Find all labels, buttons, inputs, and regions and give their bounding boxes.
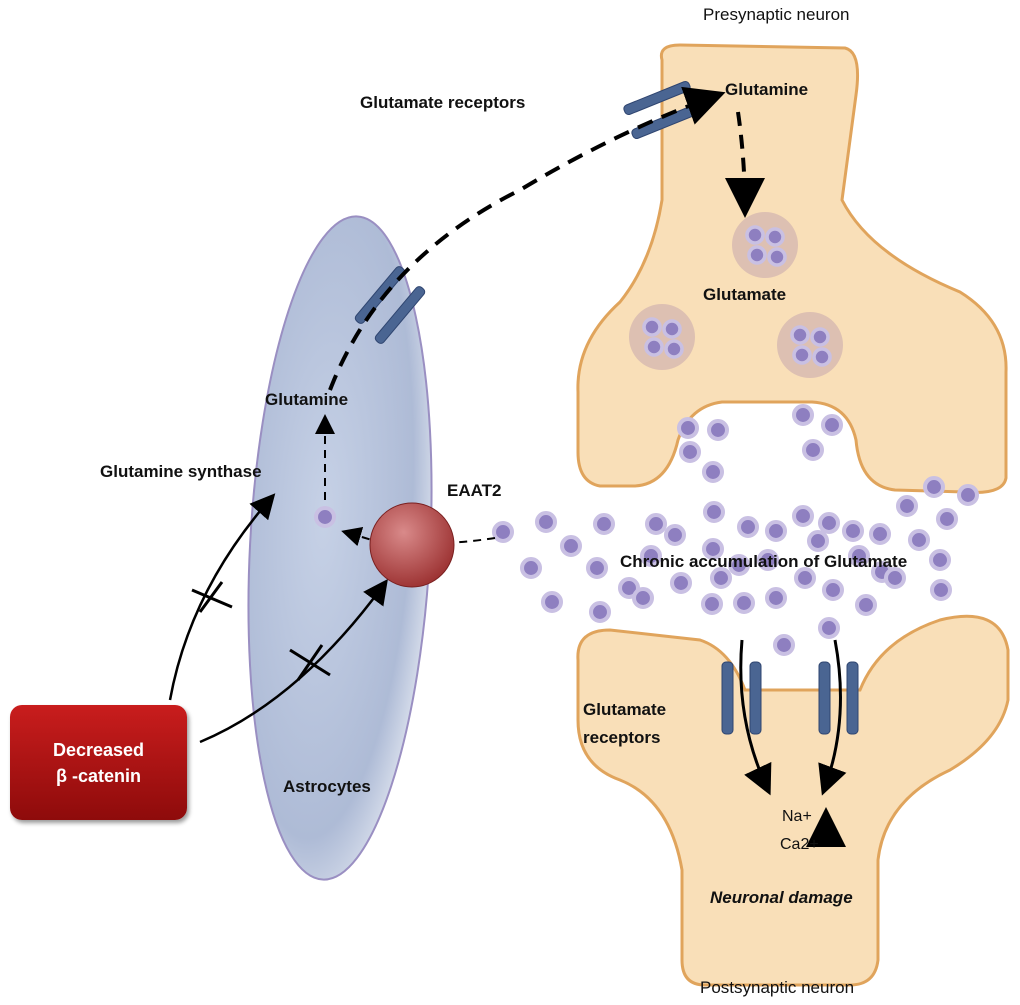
glutamate-molecule xyxy=(922,475,946,499)
label-neuronal-damage: Neuronal damage xyxy=(710,888,853,907)
glutamate-molecule xyxy=(642,317,662,337)
glutamate-molecule xyxy=(747,245,767,265)
label-glutamine-synthase: Glutamine synthase xyxy=(100,462,262,481)
glutamate-molecule xyxy=(817,511,841,535)
glutamate-molecule xyxy=(907,528,931,552)
glutamate-molecule xyxy=(678,440,702,464)
glutamate-molecule xyxy=(793,566,817,590)
label-na: Na+ xyxy=(782,808,812,825)
glutamate-molecule xyxy=(764,586,788,610)
glutamate-molecule xyxy=(639,544,663,568)
glutamate-molecule xyxy=(791,504,815,528)
glutamate-molecule xyxy=(817,616,841,640)
glutamate-molecule xyxy=(841,519,865,543)
label-ca: Ca2+ xyxy=(780,836,819,853)
glutamate-molecule xyxy=(727,553,751,577)
glutamate-molecule xyxy=(772,633,796,657)
glutamate-molecule xyxy=(767,247,787,267)
receptors-postsynaptic xyxy=(721,661,859,735)
label-glutamate-vesicle: Glutamate xyxy=(703,285,787,304)
glutamate-molecule xyxy=(792,345,812,365)
glutamate-molecule xyxy=(588,600,612,624)
postsynaptic-neuron xyxy=(576,614,1010,987)
glutamate-molecule xyxy=(806,529,830,553)
glutamate-molecule xyxy=(676,416,700,440)
glutamate-molecule xyxy=(592,512,616,536)
glutamate-molecule xyxy=(534,510,558,534)
block-mark-2 xyxy=(289,644,331,681)
glutamate-molecule xyxy=(313,505,337,529)
glutamate-molecule xyxy=(700,592,724,616)
glutamate-molecule xyxy=(706,418,730,442)
glutamate-molecule xyxy=(790,325,810,345)
glutamate-molecule xyxy=(801,438,825,462)
glutamate-molecule xyxy=(669,571,693,595)
label-astrocytes: Astrocytes xyxy=(283,777,371,796)
glutamate-molecule xyxy=(810,327,830,347)
synaptic-vesicle xyxy=(629,304,695,370)
glutamate-molecule xyxy=(765,227,785,247)
label-chronic-accumulation: Chronic accumulation of Glutamate xyxy=(620,552,908,571)
synaptic-vesicle xyxy=(777,312,843,378)
glutamate-molecule xyxy=(745,225,765,245)
glutamate-molecule xyxy=(631,586,655,610)
glutamate-molecule xyxy=(585,556,609,580)
glutamate-molecule xyxy=(868,522,892,546)
glutamate-molecule xyxy=(812,347,832,367)
label-presynaptic: Presynaptic neuron xyxy=(703,5,850,24)
glutamate-molecule xyxy=(491,520,515,544)
block-mark-1 xyxy=(191,581,233,613)
glutamate-molecule xyxy=(935,507,959,531)
glutamate-molecule xyxy=(519,556,543,580)
decreased-beta-catenin-box: Decreased β -catenin xyxy=(10,705,187,820)
receptors-astrocyte xyxy=(354,266,426,344)
label-eaat2: EAAT2 xyxy=(447,481,502,500)
glutamate-molecule xyxy=(847,544,871,568)
glutamate-molecule xyxy=(956,483,980,507)
eaat2-transporter xyxy=(369,502,455,588)
glutamate-molecule xyxy=(821,578,845,602)
glutamate-molecule xyxy=(820,413,844,437)
glutamate-molecule xyxy=(756,548,780,572)
glutamate-molecule xyxy=(662,319,682,339)
glutamate-molecule xyxy=(895,494,919,518)
glutamate-molecule xyxy=(928,548,952,572)
label-glutamine-astro: Glutamine xyxy=(265,390,349,409)
glutamate-molecule xyxy=(663,523,687,547)
glutamate-molecule xyxy=(644,337,664,357)
glutamate-molecule xyxy=(540,590,564,614)
glutamate-molecule xyxy=(702,500,726,524)
glutamate-molecule xyxy=(929,578,953,602)
arrows xyxy=(168,86,847,847)
arrow-to-eaat2 xyxy=(199,578,388,744)
glutamate-molecule xyxy=(559,534,583,558)
label-glutamate-receptors-post-2: receptors xyxy=(583,728,661,747)
glutamate-molecule xyxy=(732,591,756,615)
glutamate-molecule xyxy=(709,566,733,590)
glutamate-molecule xyxy=(644,512,668,536)
glutamate-molecule xyxy=(883,566,907,590)
glutamate-molecule xyxy=(701,537,725,561)
label-glutamate-receptors-top: Glutamate receptors xyxy=(360,93,526,112)
label-postsynaptic: Postsynaptic neuron xyxy=(700,978,855,997)
glutamate-molecule xyxy=(791,403,815,427)
arrow-into-post-1 xyxy=(739,639,772,796)
box-line-2: β -catenin xyxy=(56,765,141,786)
glutamate-molecule xyxy=(764,519,788,543)
glutamate-molecule xyxy=(664,339,684,359)
dashed-arrow-glutamine-to-vesicle xyxy=(724,111,765,218)
label-glutamine-pre: Glutamine xyxy=(725,80,809,99)
label-glutamate-receptors-post-1: Glutamate xyxy=(583,700,667,719)
glutamate-molecule xyxy=(736,515,760,539)
presynaptic-neuron xyxy=(576,43,1008,494)
dashed-arrow-astro-to-pre xyxy=(328,86,726,391)
glutamate-molecule xyxy=(701,460,725,484)
glutamate-molecule xyxy=(854,593,878,617)
synaptic-vesicle xyxy=(732,212,798,278)
box-line-1: Decreased xyxy=(52,739,145,760)
arrow-into-post-2 xyxy=(818,639,847,796)
